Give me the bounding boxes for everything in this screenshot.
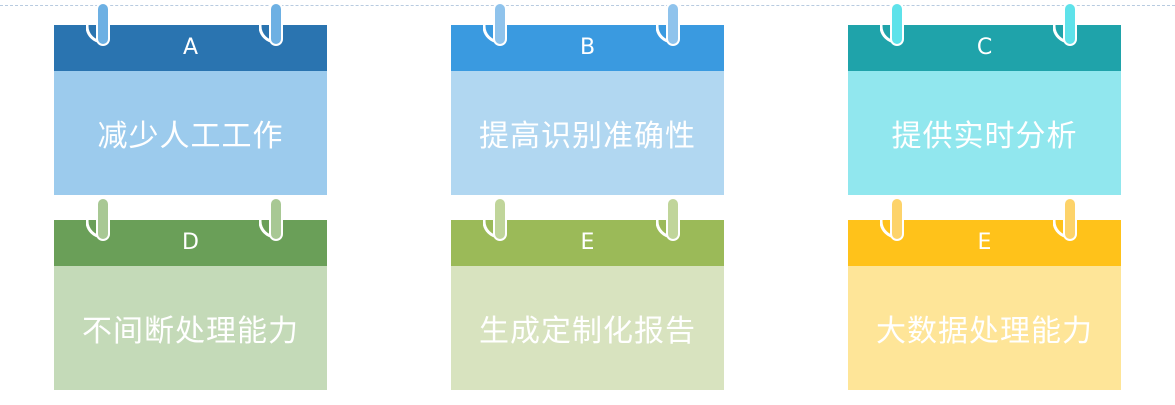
binder-ring-icon	[259, 2, 283, 46]
binder-ring-icon	[656, 197, 680, 241]
binder-ring-icon	[483, 197, 507, 241]
card-c: C 提供实时分析	[848, 0, 1121, 195]
card-body: 提供实时分析	[848, 71, 1121, 195]
binder-ring-icon	[880, 197, 904, 241]
card-b: B 提高识别准确性	[451, 0, 724, 195]
card-body: 提高识别准确性	[451, 71, 724, 195]
card-body: 减少人工工作	[54, 71, 327, 195]
binder-ring-icon	[483, 2, 507, 46]
card-body: 不间断处理能力	[54, 266, 327, 390]
binder-ring-icon	[880, 2, 904, 46]
binder-ring-icon	[259, 197, 283, 241]
binder-ring-icon	[86, 197, 110, 241]
card-d: D 不间断处理能力	[54, 195, 327, 390]
binder-ring-icon	[1053, 197, 1077, 241]
top-dashed-line	[0, 5, 1175, 6]
card-a: A 减少人工工作	[54, 0, 327, 195]
binder-ring-icon	[656, 2, 680, 46]
card-body: 大数据处理能力	[848, 266, 1121, 390]
binder-ring-icon	[1053, 2, 1077, 46]
card-e-yellow: E 大数据处理能力	[848, 195, 1121, 390]
binder-ring-icon	[86, 2, 110, 46]
card-e-green: E 生成定制化报告	[451, 195, 724, 390]
card-body: 生成定制化报告	[451, 266, 724, 390]
